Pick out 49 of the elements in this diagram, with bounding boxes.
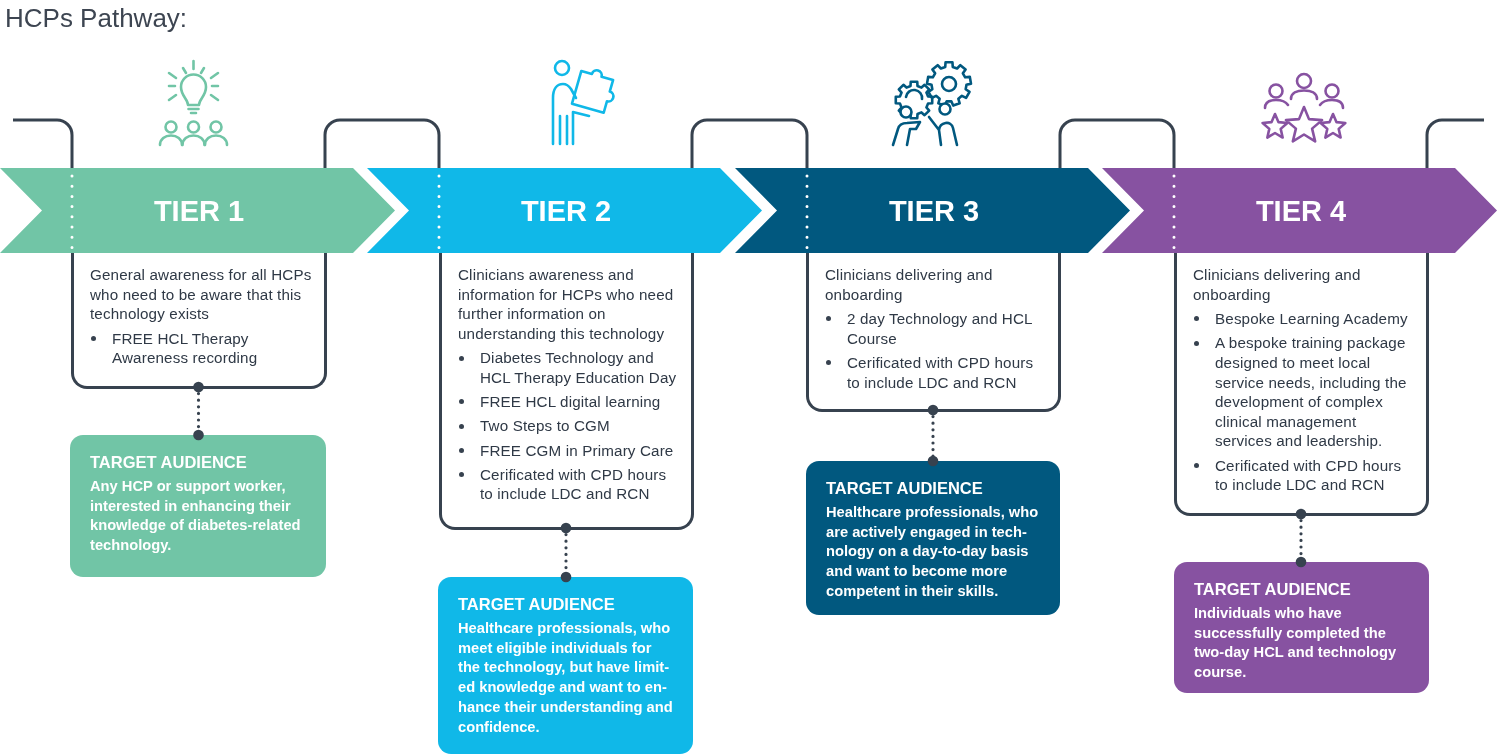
description-text: Clinicians delivering and onboarding <box>825 265 994 305</box>
audience-card <box>438 577 693 754</box>
pathway-line <box>323 118 441 168</box>
pathway-line <box>1425 118 1484 168</box>
info-card <box>1173 253 1429 516</box>
dotted-connector <box>1295 508 1307 568</box>
dotted-connector <box>560 522 572 583</box>
audience-card <box>806 461 1060 615</box>
tier-label: TIER 3 <box>888 193 980 228</box>
list-item: Diabetes Technology and HCL Therapy Education Day <box>480 348 678 388</box>
audience-card <box>70 435 326 577</box>
card-text: Individuals who have successfully completed the two-day HCL and technology course. <box>1194 604 1398 683</box>
list-item: 2 day Technology and HCL Course <box>847 309 1034 349</box>
info-card <box>805 253 1061 412</box>
card-text: Any HCP or support worker, interested in enhancing their knowledge of diabetes-related technology. <box>90 477 302 556</box>
dotted-connector <box>193 381 204 441</box>
audience-card <box>1174 562 1429 693</box>
pathway-line <box>13 118 74 168</box>
card-heading: TARGET AUDIENCE <box>458 594 616 615</box>
description-text: Clinicians delivering and onboarding <box>1193 265 1362 305</box>
tier-band <box>367 168 762 253</box>
tier-band <box>1102 168 1497 253</box>
pathway-line <box>1058 118 1176 168</box>
list-item: A bespoke training package designed to meet local service needs, including the development of complex clinical management services and leadership. <box>1215 333 1408 451</box>
list-item: FREE HCL digital learning <box>480 392 661 412</box>
card-heading: TARGET AUDIENCE <box>826 478 984 499</box>
tier-label: TIER 4 <box>1255 193 1347 228</box>
card-heading: TARGET AUDIENCE <box>90 452 248 473</box>
list-item: FREE CGM in Primary Care <box>480 440 674 461</box>
diagram-title: HCPs Pathway: <box>5 2 188 34</box>
description-text: General awareness for all HCPs who need to be aware that this technology exists <box>90 265 313 324</box>
tier-band <box>0 168 395 253</box>
description-text: Clinicians awareness and information for HCPs who need further information on understanding this technology <box>458 265 675 344</box>
dotted-connector <box>927 404 939 467</box>
list-item: Cerificated with CPD hours to include LDC and RCN <box>1215 455 1403 495</box>
info-card <box>438 253 694 530</box>
list-item: FREE HCL Therapy Awareness recording <box>112 328 259 368</box>
card-text: Healthcare professionals, who are actively engaged in tech-nology on a day-to-day basis and want to become more competent in their skills. <box>826 503 1040 601</box>
list-item: Bespoke Learning Academy <box>1215 309 1408 329</box>
tier-band <box>735 168 1130 253</box>
card-heading: TARGET AUDIENCE <box>1194 579 1352 600</box>
tier-label: TIER 1 <box>153 193 245 228</box>
card-text: Healthcare professionals, who meet eligible individuals for the technology, but have limit-ed knowledge and want to en-hance their understanding and confidence. <box>458 619 674 737</box>
list-item: Cerificated with CPD hours to include LDC and RCN <box>847 352 1035 393</box>
list-item: Two Steps to CGM <box>480 416 610 436</box>
tier-label: TIER 2 <box>520 193 612 228</box>
list-item: Cerificated with CPD hours to include LDC and RCN <box>480 464 668 504</box>
pathway-line <box>690 118 809 168</box>
info-card <box>70 253 327 389</box>
